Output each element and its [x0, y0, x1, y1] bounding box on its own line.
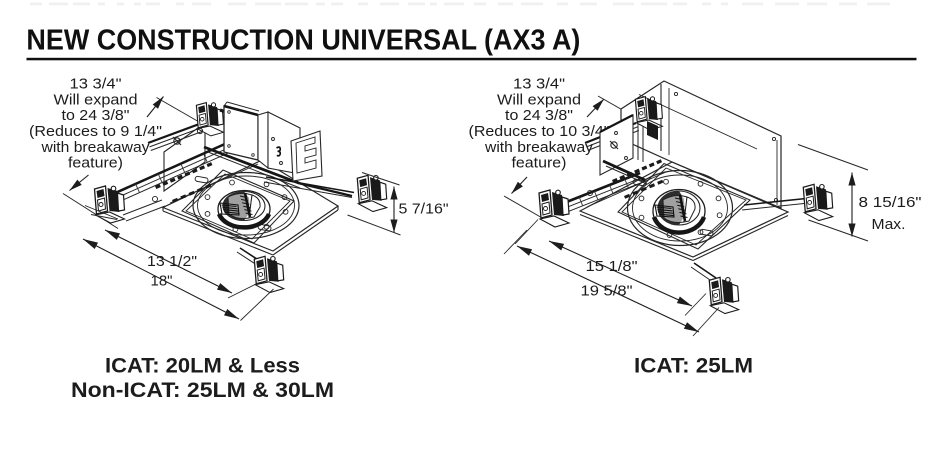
svg-text:with breakaway: with breakaway: [40, 140, 150, 156]
svg-text:8 15/16": 8 15/16": [859, 195, 922, 211]
svg-text:19 5/8": 19 5/8": [581, 284, 633, 300]
svg-text:Will expand: Will expand: [497, 92, 581, 108]
svg-text:ICAT: 20LM & Less: ICAT: 20LM & Less: [105, 353, 300, 377]
svg-text:13 1/2": 13 1/2": [147, 254, 197, 270]
svg-text:Non-ICAT: 25LM & 30LM: Non-ICAT: 25LM & 30LM: [71, 378, 334, 402]
svg-text:15 1/8": 15 1/8": [586, 259, 638, 275]
svg-text:13 3/4": 13 3/4": [70, 77, 122, 93]
svg-text:ICAT: 25LM: ICAT: 25LM: [634, 353, 753, 377]
svg-text:13 3/4": 13 3/4": [513, 77, 565, 93]
svg-text:(Reduces to 9 1/4": (Reduces to 9 1/4": [29, 124, 162, 140]
svg-text:with breakaway: with breakaway: [484, 140, 594, 156]
svg-text:5 7/16": 5 7/16": [399, 202, 449, 218]
svg-text:NEW CONSTRUCTION UNIVERSAL (AX: NEW CONSTRUCTION UNIVERSAL (AX3 A): [26, 24, 580, 56]
svg-text:to 24 3/8": to 24 3/8": [62, 108, 130, 124]
svg-text:Will expand: Will expand: [54, 92, 138, 108]
svg-text:18": 18": [151, 274, 173, 290]
svg-text:feature): feature): [68, 156, 123, 172]
svg-text:to 24 3/8": to 24 3/8": [505, 108, 573, 124]
svg-text:feature): feature): [512, 156, 567, 172]
svg-text:Max.: Max.: [872, 217, 906, 233]
svg-text:(Reduces to 10 3/4": (Reduces to 10 3/4": [469, 124, 610, 140]
